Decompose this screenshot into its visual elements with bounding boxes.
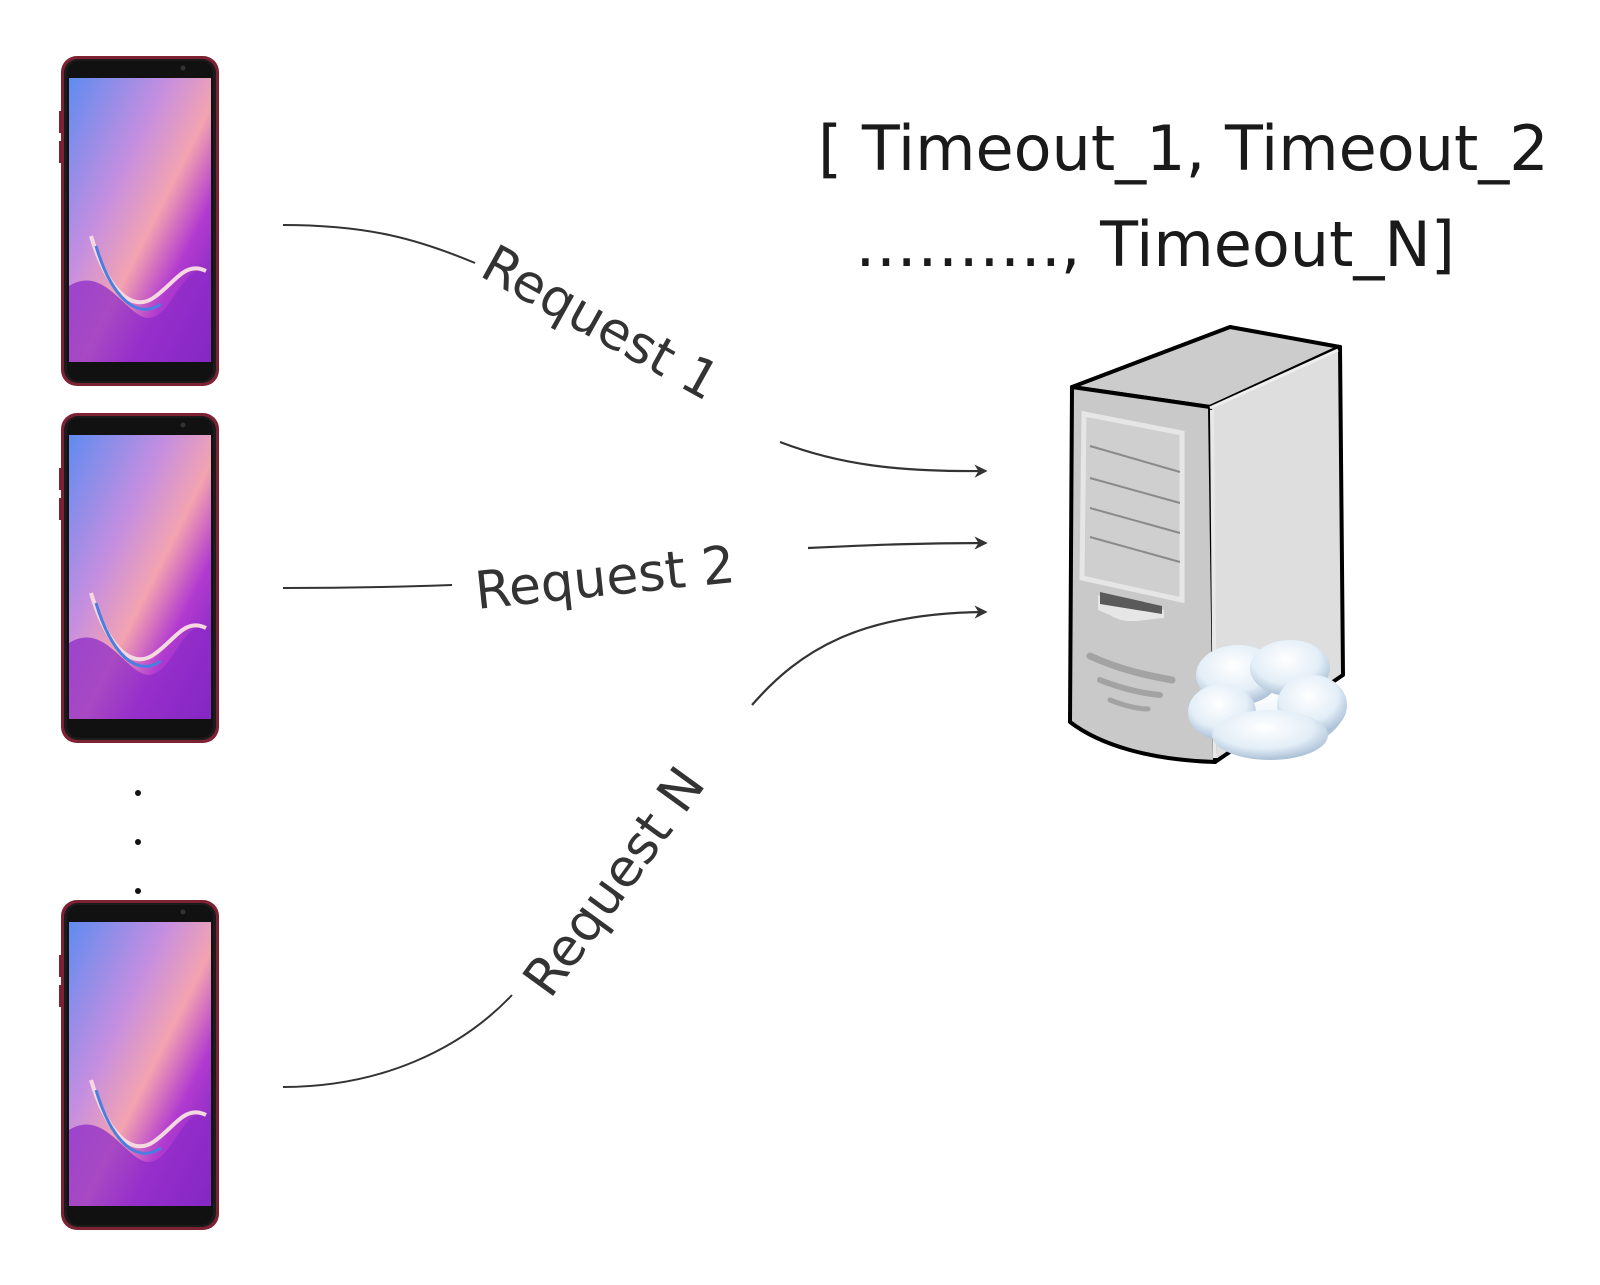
client-phone-2	[57, 411, 221, 745]
request-n-label: Request N	[512, 757, 717, 1008]
request-1-label: Request 1	[472, 234, 729, 413]
request-n-arrow	[751, 605, 988, 706]
client-phone-1	[57, 54, 221, 388]
request-2-line-start	[282, 584, 453, 589]
request-1-arrow	[779, 440, 988, 478]
request-1-line-start	[282, 224, 476, 264]
cloud-server-icon	[1068, 325, 1347, 764]
request-2-label: Request 2	[472, 535, 738, 622]
timeout-list-line-2: ………., Timeout_N]	[855, 208, 1455, 281]
timeout-list-line-1: [ Timeout_1, Timeout_2	[818, 112, 1549, 185]
client-phone-n	[57, 898, 221, 1232]
ellipsis-dots	[135, 790, 141, 894]
request-n-line-start	[282, 994, 513, 1088]
request-2-arrow	[807, 536, 988, 550]
cloud-icon	[1188, 640, 1347, 760]
